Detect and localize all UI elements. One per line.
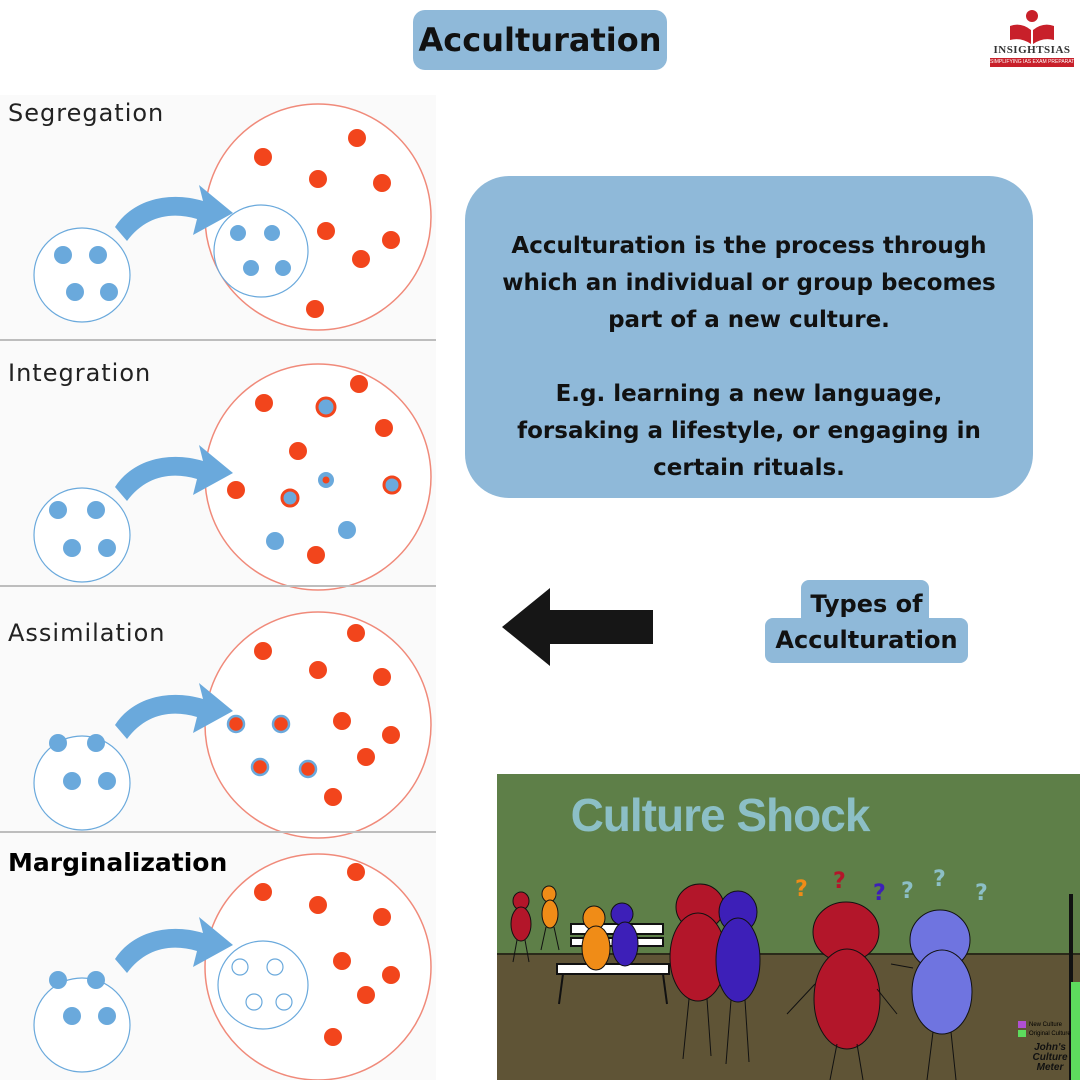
svg-text:?: ?	[833, 869, 846, 894]
svg-text:?: ?	[795, 877, 808, 902]
acculturation-diagram: Segregation Integration Assimilation Mar…	[0, 95, 436, 1081]
new-culture-swatch	[1018, 1021, 1026, 1028]
culture-shock-cartoon: ? ? ? ? ? ?	[497, 774, 1080, 1080]
types-label: Types of Acculturation	[775, 590, 958, 654]
person-icon	[610, 902, 639, 967]
row-label-marginalization: Marginalization	[8, 848, 228, 877]
row-label-integration: Integration	[8, 359, 152, 387]
question-mark-icon: ? ? ? ? ? ?	[795, 867, 988, 906]
culture-meter-name: John's Culture Meter	[1032, 1042, 1068, 1073]
logo-name: INSIGHTSIAS	[993, 44, 1071, 56]
definition-box: Acculturation is the process through whi…	[465, 176, 1033, 498]
cartoon-title: Culture Shock	[570, 789, 871, 841]
segregation-figure	[33, 103, 432, 331]
person-icon	[669, 883, 727, 1060]
types-label-box: Types of Acculturation	[765, 580, 968, 663]
row-label-assimilation: Assimilation	[8, 619, 166, 647]
svg-text:?: ?	[873, 881, 886, 906]
definition-example: E.g. learning a new language, forsaking …	[517, 381, 981, 481]
assimilation-figure	[33, 611, 432, 839]
marginalization-figure	[33, 853, 432, 1081]
logo-head-icon	[1026, 10, 1038, 22]
person-icon	[581, 905, 611, 971]
svg-text:?: ?	[901, 879, 914, 904]
legend-new-culture: New Culture	[1029, 1021, 1063, 1028]
acculturation-diagram-graphic	[33, 103, 432, 1081]
person-icon	[510, 891, 532, 963]
svg-text:?: ?	[933, 867, 946, 892]
svg-text:?: ?	[975, 881, 988, 906]
insightsias-logo	[1010, 10, 1054, 44]
left-arrow-icon	[502, 588, 653, 666]
definition-text: Acculturation is the process through whi…	[502, 233, 996, 333]
logo-book-icon	[1010, 24, 1054, 44]
row-label-segregation: Segregation	[8, 99, 165, 127]
integration-figure	[33, 363, 432, 591]
logo-tagline: SIMPLIFYING IAS EXAM PREPARATION	[990, 58, 1074, 67]
row-divider	[0, 339, 436, 341]
legend-original-culture: Original Culture	[1029, 1030, 1071, 1037]
person-icon	[715, 890, 761, 1065]
person-icon	[540, 885, 560, 951]
person-icon	[786, 901, 898, 1080]
row-divider	[0, 585, 436, 587]
page-title: Acculturation	[413, 10, 667, 70]
person-icon	[890, 909, 973, 1080]
row-divider	[0, 831, 436, 833]
culture-meter-legend: New Culture Original Culture	[1018, 1020, 1071, 1038]
original-culture-swatch	[1018, 1030, 1026, 1037]
